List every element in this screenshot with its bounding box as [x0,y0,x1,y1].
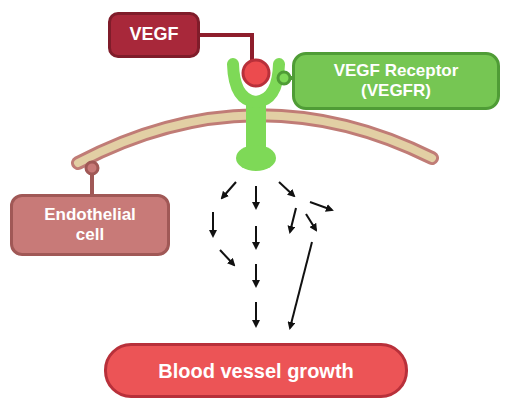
cell-label: Endothelial cell [10,194,170,256]
ligand-label: VEGF [108,12,200,58]
receptor-label: VEGF Receptor (VEGFR) [292,52,500,110]
outcome-box: Blood vessel growth [104,343,408,398]
node-text: VEGF [129,24,178,46]
vegf-ligand [243,60,269,86]
node-text: Blood vessel growth [158,359,354,383]
signal-arrows [213,182,332,328]
node-text: VEGF Receptor (VEGFR) [315,61,477,102]
node-text: Endothelial cell [39,205,141,246]
leader-lines [86,35,294,196]
